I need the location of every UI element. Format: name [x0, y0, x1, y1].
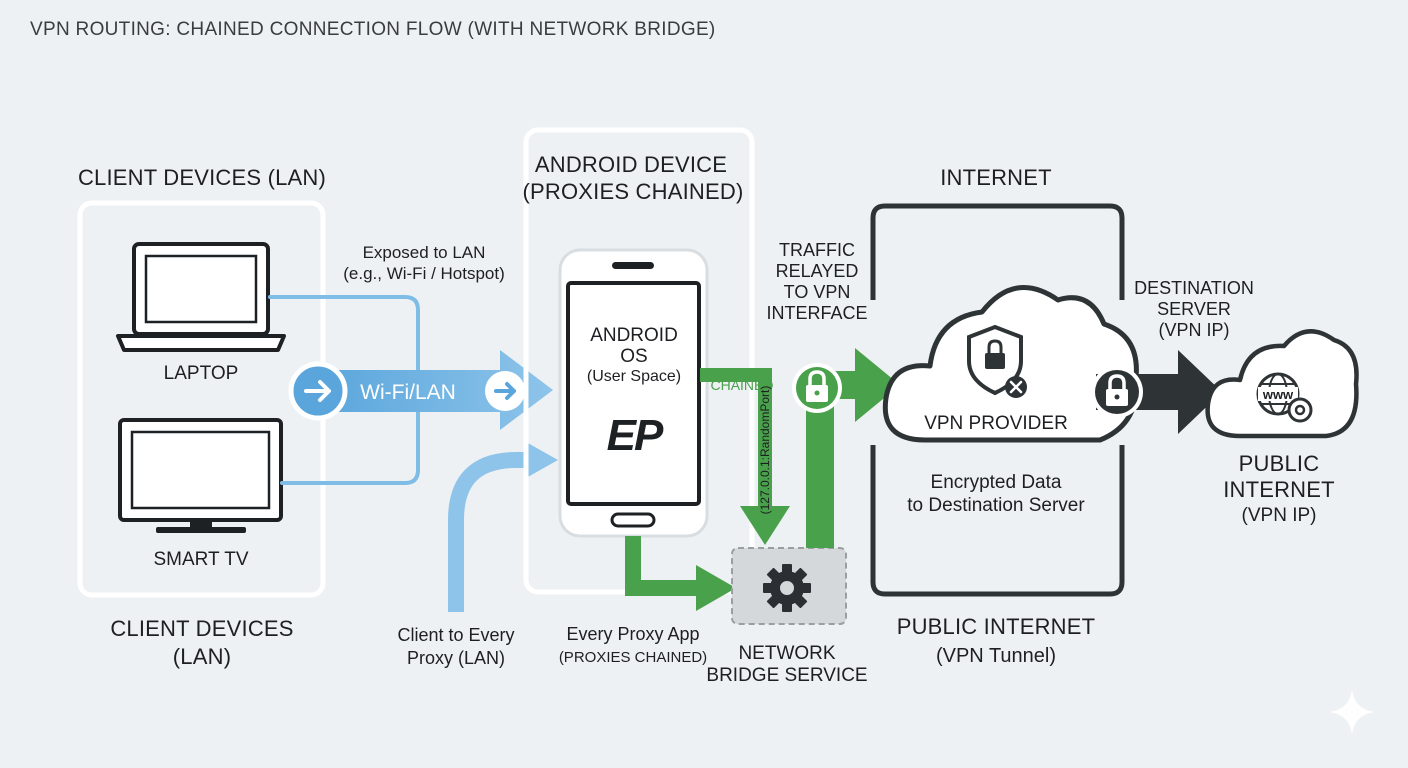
os-label-2: OS [620, 346, 647, 367]
client-panel-footer-2: (LAN) [173, 644, 231, 669]
ep-logo: EP [607, 411, 664, 460]
internet-footer-1: PUBLIC INTERNET [897, 614, 1096, 639]
chained-arrow [700, 368, 790, 545]
bridge-label-1: NETWORK [738, 643, 835, 664]
wifi-lan-arrow [288, 350, 553, 430]
client-proxy-label-1: Client to Every [397, 625, 514, 645]
phone-to-bridge-arrow [625, 536, 736, 611]
vpn-provider-label: VPN PROVIDER [924, 413, 1068, 434]
relay-label-3: TO VPN [784, 282, 851, 302]
phone-icon [558, 248, 709, 538]
laptop-label: LAPTOP [164, 363, 239, 384]
relay-label-4: INTERFACE [766, 303, 867, 323]
internet-frame-top [870, 203, 1125, 300]
client-panel-footer-1: CLIENT DEVICES [110, 616, 293, 641]
internet-frame-bottom [870, 445, 1125, 597]
client-panel-heading: CLIENT DEVICES (LAN) [78, 165, 326, 190]
os-label-3: (User Space) [587, 368, 681, 385]
android-heading-2: (PROXIES CHAINED) [523, 179, 744, 204]
shield-icon [967, 324, 1027, 398]
tv-label: SMART TV [153, 549, 248, 570]
lock-icon [792, 363, 842, 413]
port-label: (127.0.0.1:RandomPort) [758, 386, 772, 515]
lock-icon-dark [1091, 366, 1143, 418]
destination-label-1: DESTINATION [1134, 278, 1254, 298]
relay-label-1: TRAFFIC [779, 240, 855, 260]
bridge-label-2: BRIDGE SERVICE [706, 665, 867, 686]
app-label-1: Every Proxy App [566, 624, 699, 644]
globe-icon [1256, 372, 1313, 423]
destination-label-3: (VPN IP) [1158, 320, 1229, 340]
client-proxy-arrow [448, 442, 558, 612]
exposed-label-2: (e.g., Wi-Fi / Hotspot) [343, 264, 505, 283]
encrypted-label-1: Encrypted Data [931, 472, 1062, 493]
exposed-label-1: Exposed to LAN [363, 243, 486, 262]
destination-label-2: SERVER [1157, 299, 1231, 319]
public-internet-label-2: INTERNET [1223, 477, 1335, 502]
internet-footer-2: (VPN Tunnel) [936, 645, 1056, 667]
public-internet-label-3: (VPN IP) [1242, 505, 1317, 526]
internet-heading: INTERNET [940, 165, 1052, 190]
tunnel-arrow [1096, 350, 1222, 434]
laptop-icon [116, 242, 286, 352]
client-proxy-label-2: Proxy (LAN) [407, 648, 505, 668]
tv-icon [118, 418, 283, 533]
relay-label-2: RELAYED [776, 261, 859, 281]
diagram-title: VPN ROUTING: CHAINED CONNECTION FLOW (WI… [30, 19, 716, 40]
wifi-lan-label: Wi-Fi/LAN [360, 381, 456, 404]
app-label-2: (PROXIES CHAINED) [559, 649, 707, 666]
public-internet-label-1: PUBLIC [1239, 451, 1320, 476]
globe-www: www [1262, 387, 1294, 402]
gear-icon [763, 564, 811, 612]
sparkle-icon [1330, 690, 1374, 734]
android-heading-1: ANDROID DEVICE [535, 152, 727, 177]
chained-label: CHAINED [710, 377, 773, 393]
encrypted-label-2: to Destination Server [907, 495, 1085, 516]
os-label-1: ANDROID [590, 325, 678, 346]
